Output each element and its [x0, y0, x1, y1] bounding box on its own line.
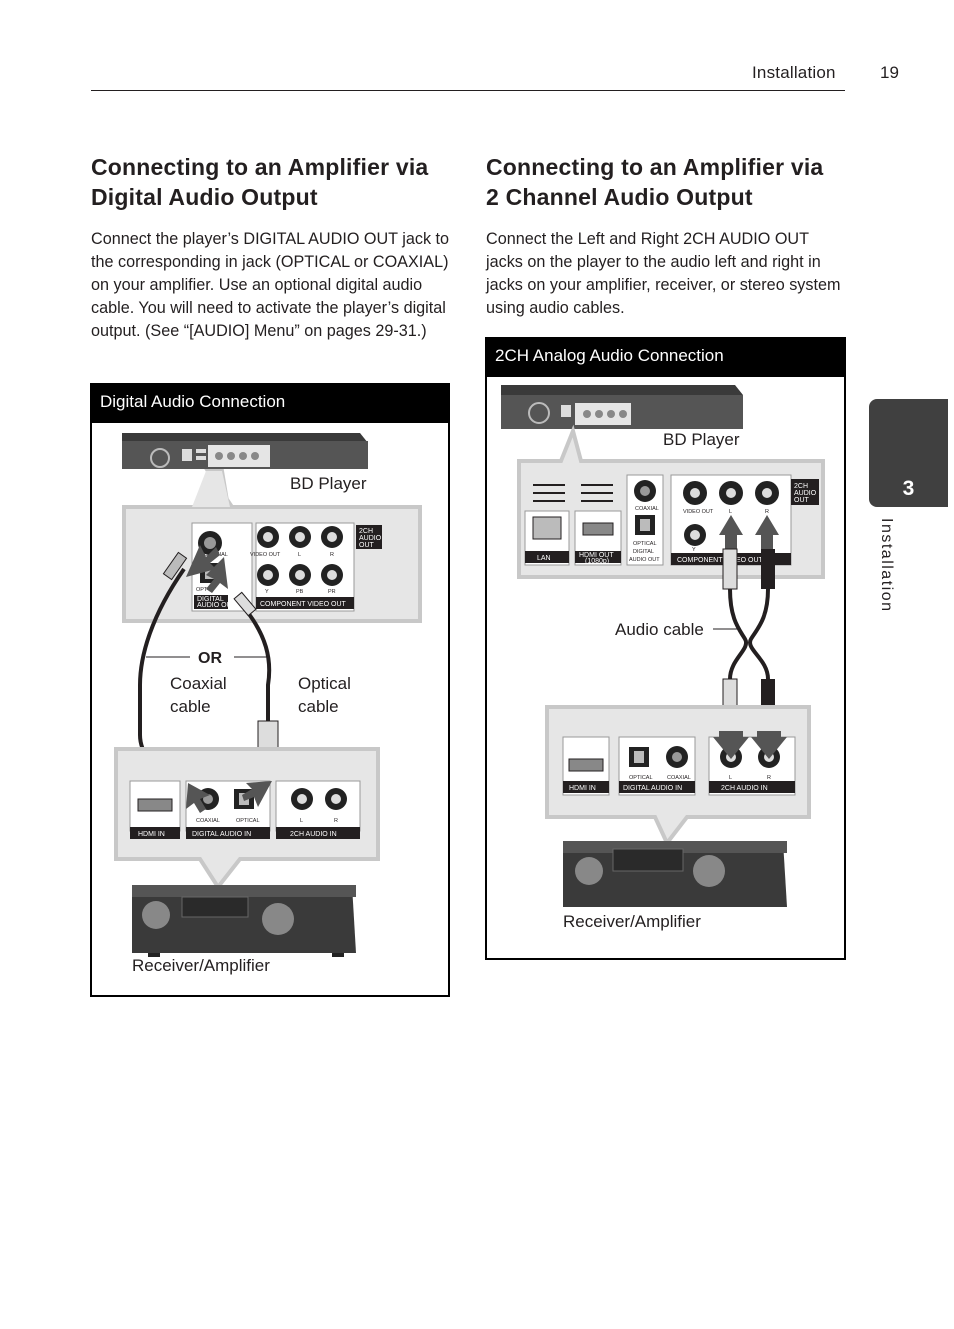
bd-player-label: BD Player [663, 430, 740, 449]
arrow-icon [755, 515, 779, 551]
jack-label-y: Y [692, 547, 696, 553]
2ch-audio-diagram: 2CH Analog Audio Connection BD Player LA… [485, 337, 846, 960]
arrow-icon [206, 557, 228, 593]
section-title: Connecting to an Amplifier via 2 Channel… [486, 152, 848, 212]
jack-label-2ch-1: 2CH [359, 528, 373, 535]
jack-label-y: Y [265, 589, 269, 595]
jack-label-opt: OPT [196, 587, 208, 593]
amp-jack-optical: OPTICAL [236, 818, 260, 824]
optical-cable [240, 603, 272, 725]
amp-jack-2ch-in: 2CH AUDIO IN [290, 831, 337, 838]
chapter-number: 3 [902, 477, 915, 500]
jack-label-audio-out: AUDIO OUT [197, 602, 237, 609]
jack-label-video-out: VIDEO OUT [250, 552, 281, 558]
jack-label-2ch-1: 2CH [794, 483, 808, 490]
arrow-icon [713, 731, 749, 759]
jack-label-l: L [729, 509, 732, 515]
section-title-line1: Connecting to an Amplifier via [91, 154, 429, 180]
receiver-label: Receiver/Amplifier [132, 956, 270, 975]
amp-jack-optical: OPTICAL [629, 775, 653, 781]
amp-jack-l: L [300, 818, 303, 824]
digital-audio-diagram: Digital Audio Connection BD Player COAXI… [90, 383, 450, 997]
jack-label-digital: DIGITAL [197, 596, 224, 603]
jack-label-pr: PR [328, 589, 336, 595]
jack-label-2ch-2: AUDIO [794, 490, 817, 497]
chapter-tab-label: Installation [878, 518, 895, 613]
section-title: Connecting to an Amplifier via Digital A… [91, 152, 453, 212]
2ch-audio-illustration: BD Player LAN HDMI OUT (1080p) COAXIAL O… [501, 385, 825, 931]
amp-jack-r: R [334, 818, 338, 824]
jack-label-video-out: VIDEO OUT [683, 509, 714, 515]
optical-cable-label-line1: Optical [298, 674, 351, 693]
section-body: Connect the Left and Right 2CH AUDIO OUT… [486, 230, 841, 317]
section-title-line2: 2 Channel Audio Output [486, 184, 753, 210]
jack-label-r: R [765, 509, 769, 515]
amp-jack-coaxial: COAXIAL [196, 818, 220, 824]
arrow-icon [186, 545, 220, 577]
jack-label-hdmi-res: (1080p) [585, 558, 609, 565]
arrow-icon [719, 515, 743, 551]
jack-label-hdmi-out: HDMI OUT [579, 552, 614, 559]
coaxial-cable-label-line1: Coaxial [170, 674, 227, 693]
diagram-title: 2CH Analog Audio Connection [487, 339, 844, 377]
amp-jack-coaxial: COAXIAL [667, 775, 691, 781]
arrow-icon [242, 781, 272, 807]
running-header-section: Installation [752, 63, 836, 82]
section-2ch-audio: Connecting to an Amplifier via 2 Channel… [486, 152, 848, 320]
bd-player-label: BD Player [290, 474, 367, 493]
page-number: 19 [880, 63, 899, 82]
jack-label-optical: OPTICAL [633, 541, 657, 547]
digital-audio-illustration: BD Player COAXIAL OPT DIGITAL AUDIO OUT … [114, 433, 422, 975]
arrow-icon [751, 731, 787, 759]
chapter-tab: 3 [869, 399, 948, 507]
section-title-line2: Digital Audio Output [91, 184, 318, 210]
receiver-label: Receiver/Amplifier [563, 912, 701, 931]
receiver-amplifier-icon [132, 885, 356, 957]
diagram-title: Digital Audio Connection [92, 385, 448, 423]
section-title-line1: Connecting to an Amplifier via [486, 154, 824, 180]
jack-label-lan: LAN [537, 555, 551, 562]
jack-label-pb: PB [296, 589, 304, 595]
jack-label-audio-out: AUDIO OUT [629, 557, 660, 563]
jack-label-digital: DIGITAL [633, 549, 654, 555]
jack-label-l: L [298, 552, 301, 558]
coaxial-cable-label-line2: cable [170, 697, 211, 716]
optical-cable-label-line2: cable [298, 697, 339, 716]
amp-jack-digital-in: DIGITAL AUDIO IN [192, 831, 251, 838]
amp-jack-r: R [767, 775, 771, 781]
amp-jack-l: L [729, 775, 732, 781]
jack-label-2ch-3: OUT [359, 542, 375, 549]
amp-jack-2ch-in: 2CH AUDIO IN [721, 785, 768, 792]
amp-jack-digital-in: DIGITAL AUDIO IN [623, 785, 682, 792]
amp-jack-hdmi-in: HDMI IN [569, 785, 596, 792]
jack-label-component: COMPONENT VIDEO OUT [260, 601, 347, 608]
jack-label-r: R [330, 552, 334, 558]
jack-label-component: COMPONENT VIDEO OUT [677, 557, 764, 564]
receiver-amplifier-icon [563, 841, 787, 907]
bd-player-icon [501, 385, 743, 429]
header-rule [91, 90, 845, 91]
bd-player-icon [122, 433, 368, 469]
arrow-icon [186, 783, 210, 813]
jack-label-coaxial: COAXIAL [635, 506, 659, 512]
jack-label-2ch-2: AUDIO [359, 535, 382, 542]
or-label: OR [198, 650, 222, 667]
section-body: Connect the player’s DIGITAL AUDIO OUT j… [91, 230, 450, 340]
amp-jack-hdmi-in: HDMI IN [138, 831, 165, 838]
audio-cable-label: Audio cable [615, 620, 704, 639]
audio-cable [722, 548, 775, 720]
jack-label-2ch-3: OUT [794, 497, 810, 504]
section-digital-audio: Connecting to an Amplifier via Digital A… [91, 152, 453, 343]
